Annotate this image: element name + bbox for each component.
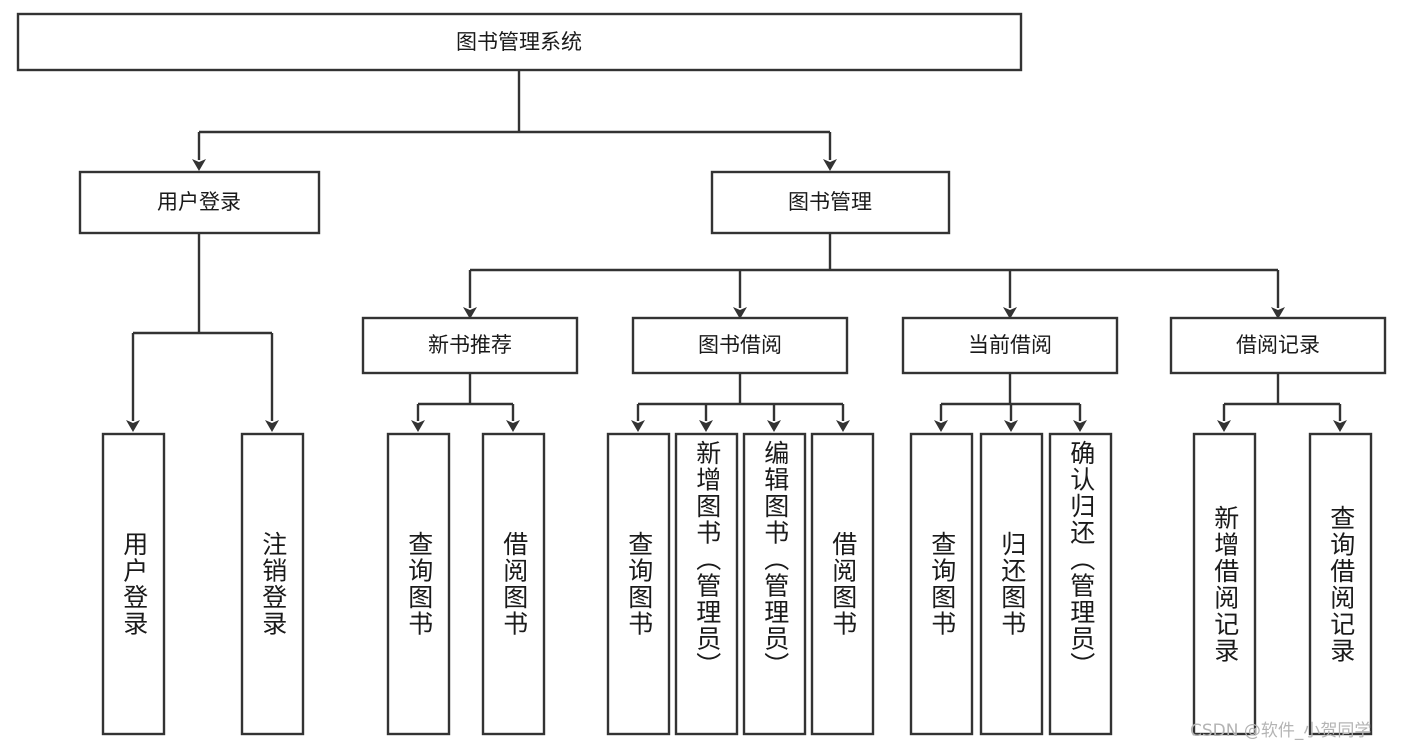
node-user-login-label: 用户登录 (157, 190, 241, 214)
node-leaf-confirm-return[interactable] (1048, 432, 1113, 736)
node-leaf-borrow-book-2[interactable] (810, 432, 875, 736)
vlabel-wrap-leaf-edit-book: 编辑图书（管理员） (744, 434, 805, 734)
vlabel-wrap-leaf-logout: 注销登录 (242, 434, 303, 734)
node-leaf-borrow-book-1-label: 借阅图书 (499, 531, 529, 637)
node-leaf-logout[interactable] (240, 432, 305, 736)
node-root-label: 图书管理系统 (456, 30, 582, 54)
node-book-manage[interactable] (710, 170, 951, 235)
node-group: 图书管理系统 用户登录 图书管理 新书推荐 图书借阅 当前借阅 借阅记录 (16, 12, 1387, 736)
node-book-manage-label: 图书管理 (788, 190, 872, 214)
vlabel-wrap-leaf-query-book-2: 查询图书 (608, 434, 669, 734)
node-leaf-logout-label: 注销登录 (258, 531, 288, 637)
node-leaf-query-book-1-label: 查询图书 (404, 531, 434, 637)
node-current-borrow-label: 当前借阅 (968, 333, 1052, 357)
vlabel-wrap-leaf-borrow-book-1: 借阅图书 (483, 434, 544, 734)
vlabel-wrap-leaf-user-login: 用户登录 (103, 434, 164, 734)
node-new-book-recommend-label: 新书推荐 (428, 333, 512, 357)
node-leaf-return-book-label: 归还图书 (997, 531, 1027, 637)
node-leaf-add-record[interactable] (1192, 432, 1257, 736)
vlabel-wrap-leaf-query-record: 查询借阅记录 (1310, 434, 1371, 734)
node-leaf-query-book-1[interactable] (386, 432, 451, 736)
node-leaf-edit-book[interactable] (742, 432, 807, 736)
node-leaf-confirm-return-label: 确认归还（管理员） (1066, 440, 1096, 679)
vlabel-wrap-leaf-confirm-return: 确认归还（管理员） (1050, 434, 1111, 734)
node-leaf-query-book-3[interactable] (909, 432, 974, 736)
vlabel-wrap-leaf-query-book-1: 查询图书 (388, 434, 449, 734)
node-root[interactable] (16, 12, 1023, 72)
vlabel-wrap-leaf-query-book-3: 查询图书 (911, 434, 972, 734)
vlabel-wrap-leaf-add-book: 新增图书（管理员） (676, 434, 737, 734)
node-leaf-borrow-book-1[interactable] (481, 432, 546, 736)
node-leaf-user-login[interactable] (101, 432, 166, 736)
node-current-borrow[interactable] (901, 316, 1119, 375)
watermark-text: CSDN @软件_小贺同学 (1190, 721, 1372, 741)
node-leaf-edit-book-label: 编辑图书（管理员） (760, 440, 790, 679)
node-book-borrow-label: 图书借阅 (698, 333, 782, 357)
node-leaf-query-book-2-label: 查询图书 (624, 531, 654, 637)
node-borrow-record-label: 借阅记录 (1236, 333, 1320, 357)
node-leaf-query-record-label: 查询借阅记录 (1326, 504, 1356, 664)
node-leaf-add-book[interactable] (674, 432, 739, 736)
node-leaf-query-record[interactable] (1308, 432, 1373, 736)
node-book-borrow[interactable] (631, 316, 849, 375)
vlabel-wrap-leaf-add-record: 新增借阅记录 (1194, 434, 1255, 734)
node-borrow-record[interactable] (1169, 316, 1387, 375)
vlabel-wrap-leaf-borrow-book-2: 借阅图书 (812, 434, 873, 734)
node-user-login[interactable] (78, 170, 321, 235)
connector-group (126, 70, 1347, 432)
node-leaf-borrow-book-2-label: 借阅图书 (828, 531, 858, 637)
node-leaf-user-login-label: 用户登录 (119, 531, 149, 637)
vlabel-wrap-leaf-return-book: 归还图书 (981, 434, 1042, 734)
node-leaf-query-book-3-label: 查询图书 (927, 531, 957, 637)
node-leaf-add-record-label: 新增借阅记录 (1210, 504, 1240, 664)
node-new-book-recommend[interactable] (361, 316, 579, 375)
node-leaf-query-book-2[interactable] (606, 432, 671, 736)
node-leaf-return-book[interactable] (979, 432, 1044, 736)
node-leaf-add-book-label: 新增图书（管理员） (692, 440, 722, 679)
